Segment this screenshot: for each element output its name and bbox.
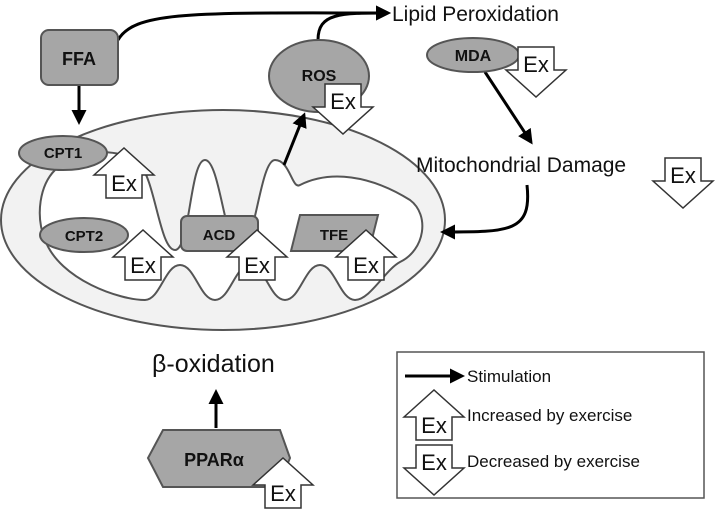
acd-node: ACD [180, 215, 259, 252]
mitochondrial-damage-decreased-by-exercise-marker: Ex [651, 157, 715, 210]
arrow-ffa-to-lipid-peroxidation [116, 5, 391, 41]
ffa-label: FFA [62, 49, 96, 69]
legend-increased-marker: Ex [402, 388, 466, 441]
svg-text:Ex: Ex [330, 89, 356, 114]
tfe-increased-by-exercise-marker: Ex [334, 228, 398, 281]
arrow-ros-to-lipid-peroxidation [316, 5, 391, 41]
legend-decreased-marker: Ex [402, 444, 466, 497]
svg-text:Ex: Ex [670, 163, 696, 188]
svg-text:Ex: Ex [353, 253, 379, 278]
svg-text:Ex: Ex [130, 253, 156, 278]
mda-decreased-by-exercise-marker: Ex [504, 46, 568, 99]
svg-text:Ex: Ex [244, 253, 270, 278]
ppara-increased-by-exercise-marker: Ex [251, 456, 315, 509]
ros-decreased-by-exercise-marker: Ex [311, 83, 375, 136]
legend-increased-label: Increased by exercise [467, 406, 632, 425]
beta-oxidation-label: β-oxidation [152, 350, 275, 378]
cpt2-label: CPT2 [65, 228, 103, 245]
arrow-mitochondrial-damage-to-mitochondrion [440, 184, 530, 240]
cpt1-node: CPT1 [18, 135, 108, 171]
legend: Stimulation Ex Increased by exercise Ex … [396, 351, 705, 499]
svg-text:Ex: Ex [523, 52, 549, 77]
acd-increased-by-exercise-marker: Ex [225, 228, 289, 281]
arrow-mda-to-mitochondrial-damage [483, 71, 533, 145]
arrow-mitochondria-to-ros [282, 112, 307, 166]
arrows [71, 5, 533, 428]
ffa-node: FFA [40, 29, 119, 86]
cpt1-label: CPT1 [44, 145, 82, 162]
cpt2-node: CPT2 [39, 217, 129, 253]
cpt1-increased-by-exercise-marker: Ex [92, 146, 156, 199]
mda-label: MDA [455, 48, 492, 65]
acd-label: ACD [203, 227, 236, 244]
lipid-peroxidation-label: Lipid Peroxidation [392, 3, 559, 26]
tfe-label: TFE [320, 227, 348, 244]
legend-stimulation-label: Stimulation [467, 367, 551, 386]
cpt2-increased-by-exercise-marker: Ex [111, 228, 175, 281]
mitochondrial-damage-label: Mitochondrial Damage [416, 154, 626, 177]
svg-text:Ex: Ex [111, 171, 137, 196]
legend-decreased-label: Decreased by exercise [467, 452, 640, 471]
mda-node: MDA [426, 37, 520, 73]
svg-text:Ex: Ex [270, 481, 296, 506]
ros-label: ROS [302, 68, 337, 85]
ppara-label: PPARα [184, 450, 244, 470]
svg-text:Ex: Ex [421, 413, 447, 438]
svg-text:Ex: Ex [421, 450, 447, 475]
